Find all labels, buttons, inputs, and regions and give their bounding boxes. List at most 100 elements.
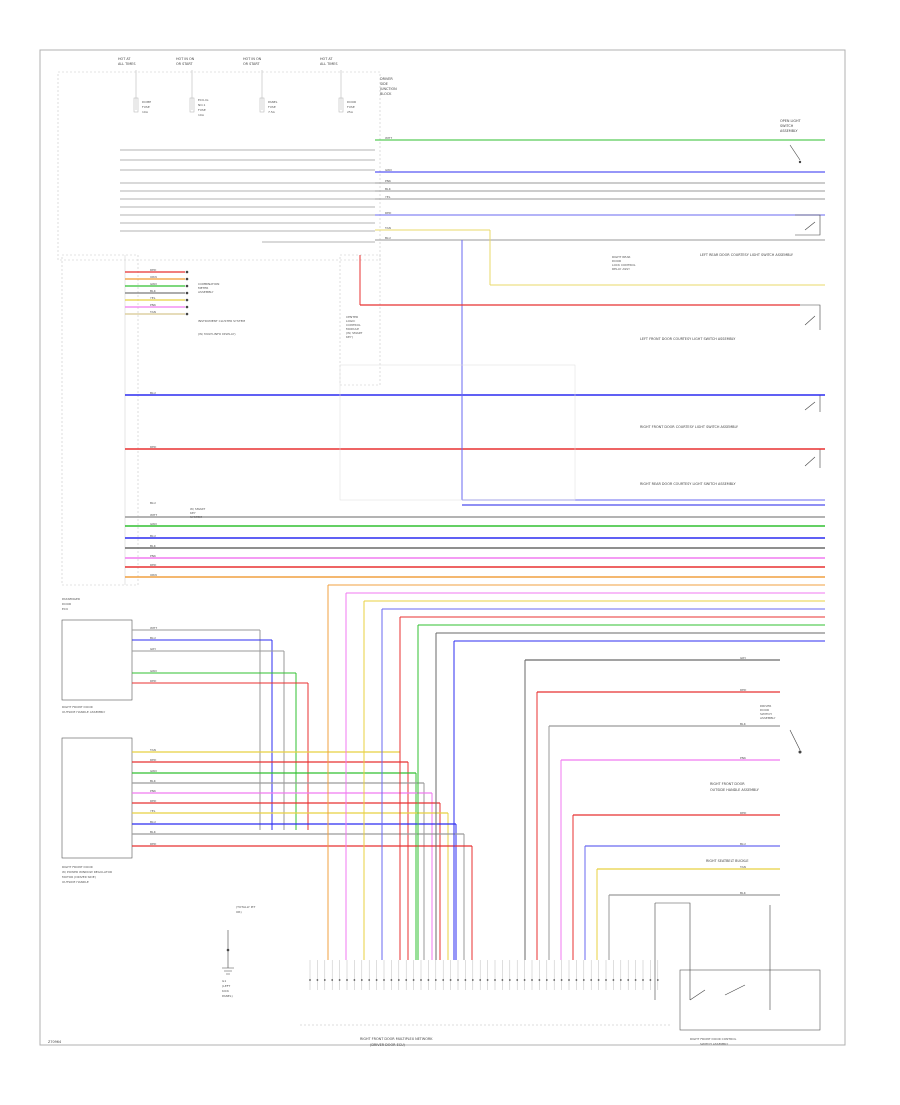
lower-left-wire-code-3: GRN bbox=[150, 669, 157, 673]
bus-wire-code-5: BLU bbox=[150, 534, 156, 538]
doc-code: Z70964 bbox=[48, 1040, 61, 1044]
svg-text:RIGHT FRONT DOOR: RIGHT FRONT DOOR bbox=[62, 865, 93, 869]
svg-text:CENTER: CENTER bbox=[346, 315, 358, 319]
lower-left-wires: WHT BLU GRY GRN RED bbox=[132, 626, 309, 830]
svg-text:DOOR: DOOR bbox=[347, 100, 356, 104]
lower-box-wire-code-8: BLK bbox=[150, 830, 157, 834]
power-window-label: RIGHT FRONT DOOR W/ POWER WINDOW REGULAT… bbox=[62, 865, 112, 884]
pin-46 bbox=[649, 979, 652, 981]
ground-g1: G1 (LEFT KICK PANEL) (TOTALLY PIT OR) bbox=[222, 905, 255, 998]
cluster-label: COMBINATION METER ASSEMBLY INSTRUMENT CL… bbox=[198, 282, 246, 336]
pin-11 bbox=[390, 979, 393, 981]
cluster-node-2 bbox=[185, 284, 189, 288]
svg-text:HOT IN ON: HOT IN ON bbox=[243, 57, 262, 61]
svg-text:FUSE: FUSE bbox=[198, 108, 206, 112]
svg-text:(W/ SMART: (W/ SMART bbox=[346, 331, 363, 335]
pin-24 bbox=[486, 979, 489, 981]
lower-left-wire-code-0: WHT bbox=[150, 626, 157, 630]
svg-text:SWITCH: SWITCH bbox=[780, 124, 794, 128]
pin-9 bbox=[375, 979, 378, 981]
pin-21 bbox=[464, 979, 467, 981]
front-door-lock-box bbox=[61, 619, 133, 701]
vertical-drop-wires bbox=[327, 584, 825, 960]
svg-text:INSTRUMENT CLUSTER SYSTEM: INSTRUMENT CLUSTER SYSTEM bbox=[198, 319, 246, 323]
pin-5 bbox=[346, 979, 348, 981]
pin-13 bbox=[405, 979, 408, 981]
pin-33 bbox=[553, 979, 556, 981]
svg-text:OR START: OR START bbox=[243, 62, 260, 66]
svg-text:OUTSIDE HANDLE: OUTSIDE HANDLE bbox=[62, 880, 89, 884]
label-right-front-outside: RIGHT FRONT DOOR bbox=[710, 782, 745, 786]
svg-text:ASSEMBLY: ASSEMBLY bbox=[760, 716, 776, 720]
pin-45 bbox=[642, 979, 644, 981]
bottom-ecu-label: RIGHT FRONT DOOR MULTIPLEX NETWORK (DRIV… bbox=[360, 1037, 433, 1047]
svg-text:CONTROL: CONTROL bbox=[346, 323, 361, 327]
pin-36 bbox=[575, 979, 578, 981]
svg-text:HOT IN ON: HOT IN ON bbox=[176, 57, 195, 61]
bus-wire-code-4: GRN bbox=[150, 522, 157, 526]
pin-15 bbox=[420, 979, 422, 981]
svg-text:FUSE: FUSE bbox=[347, 105, 355, 109]
pin-22 bbox=[471, 979, 474, 981]
svg-text:25A: 25A bbox=[347, 110, 354, 114]
svg-text:SIDE: SIDE bbox=[380, 82, 388, 86]
lower-left-wire-code-1: BLU bbox=[150, 636, 156, 640]
svg-text:(W/ MULTI-INFO DISPLAY): (W/ MULTI-INFO DISPLAY) bbox=[198, 332, 236, 336]
lower-box-wire-code-1: RED bbox=[150, 758, 157, 762]
svg-text:BLOCK: BLOCK bbox=[380, 92, 392, 96]
svg-text:RIGHT FRONT DOOR: RIGHT FRONT DOOR bbox=[62, 705, 93, 709]
pin-27 bbox=[508, 979, 511, 981]
svg-text:KEY: KEY bbox=[190, 511, 196, 515]
svg-text:W/ POWER WINDOW REGULATOR: W/ POWER WINDOW REGULATOR bbox=[62, 870, 112, 874]
label-front-left-switch: LEFT FRONT DOOR COURTESY LIGHT SWITCH AS… bbox=[640, 337, 736, 341]
pin-12 bbox=[397, 979, 400, 981]
top-wire-code-3: BLK bbox=[385, 187, 392, 191]
pin-14 bbox=[412, 979, 415, 981]
top-wire-code-1: GRN bbox=[385, 168, 392, 172]
switch-front-left bbox=[795, 304, 821, 330]
pin-7 bbox=[360, 979, 363, 981]
svg-text:10A: 10A bbox=[198, 113, 205, 117]
label-right-seatbelt: RIGHT SEATBELT BUCKLE bbox=[706, 859, 749, 863]
cluster-wire-code-1: ORN bbox=[150, 275, 157, 279]
lower-box-wire-code-5: RED bbox=[150, 799, 157, 803]
svg-text:RIGHT FRONT DOOR CONTROL: RIGHT FRONT DOOR CONTROL bbox=[690, 1037, 737, 1041]
top-gray-bus bbox=[120, 149, 375, 243]
pin-34 bbox=[560, 979, 563, 981]
svg-text:DOME: DOME bbox=[142, 100, 151, 104]
cluster-wire-code-6: TAN bbox=[149, 310, 156, 314]
driver-switch-symbol bbox=[789, 729, 802, 754]
lower-box-wire-code-2: GRN bbox=[150, 769, 157, 773]
svg-text:ECU-IG: ECU-IG bbox=[198, 98, 209, 102]
top-wire-code-7: BLU bbox=[385, 236, 391, 240]
right-input-code-6: TAN bbox=[739, 865, 746, 869]
bus-wire-code-0: BLU bbox=[150, 391, 156, 395]
svg-text:NO.1: NO.1 bbox=[198, 103, 205, 107]
svg-text:ALL TIMES: ALL TIMES bbox=[118, 62, 135, 66]
pin-17 bbox=[434, 979, 437, 981]
cluster-wire-code-4: YEL bbox=[150, 296, 156, 300]
lock-switch-box bbox=[679, 969, 821, 1031]
pin-19 bbox=[449, 979, 452, 981]
svg-text:JUNCTION: JUNCTION bbox=[379, 87, 397, 91]
svg-text:W/ SMART: W/ SMART bbox=[190, 507, 205, 511]
lower-left-wire-code-2: GRY bbox=[150, 647, 156, 651]
center-module-label: CENTER LOGIC CONTROL MODULE (W/ SMART KE… bbox=[346, 315, 363, 339]
svg-text:MODULE: MODULE bbox=[346, 327, 359, 331]
pin-16 bbox=[427, 979, 430, 981]
svg-text:DOOR: DOOR bbox=[760, 708, 769, 712]
svg-text:OR): OR) bbox=[236, 910, 242, 914]
svg-text:DOOR: DOOR bbox=[612, 259, 621, 263]
lower-left-wire-code-4: RED bbox=[150, 679, 157, 683]
pin-2 bbox=[323, 979, 326, 981]
pin-1 bbox=[316, 979, 319, 981]
fuse-group-3: HOT IN ON OR START PANEL FUSE 7.5A bbox=[243, 57, 278, 114]
svg-text:HOT AT: HOT AT bbox=[320, 57, 333, 61]
pin-32 bbox=[545, 979, 548, 981]
svg-text:RELAY ASSY: RELAY ASSY bbox=[612, 267, 630, 271]
svg-text:METER: METER bbox=[198, 286, 208, 290]
